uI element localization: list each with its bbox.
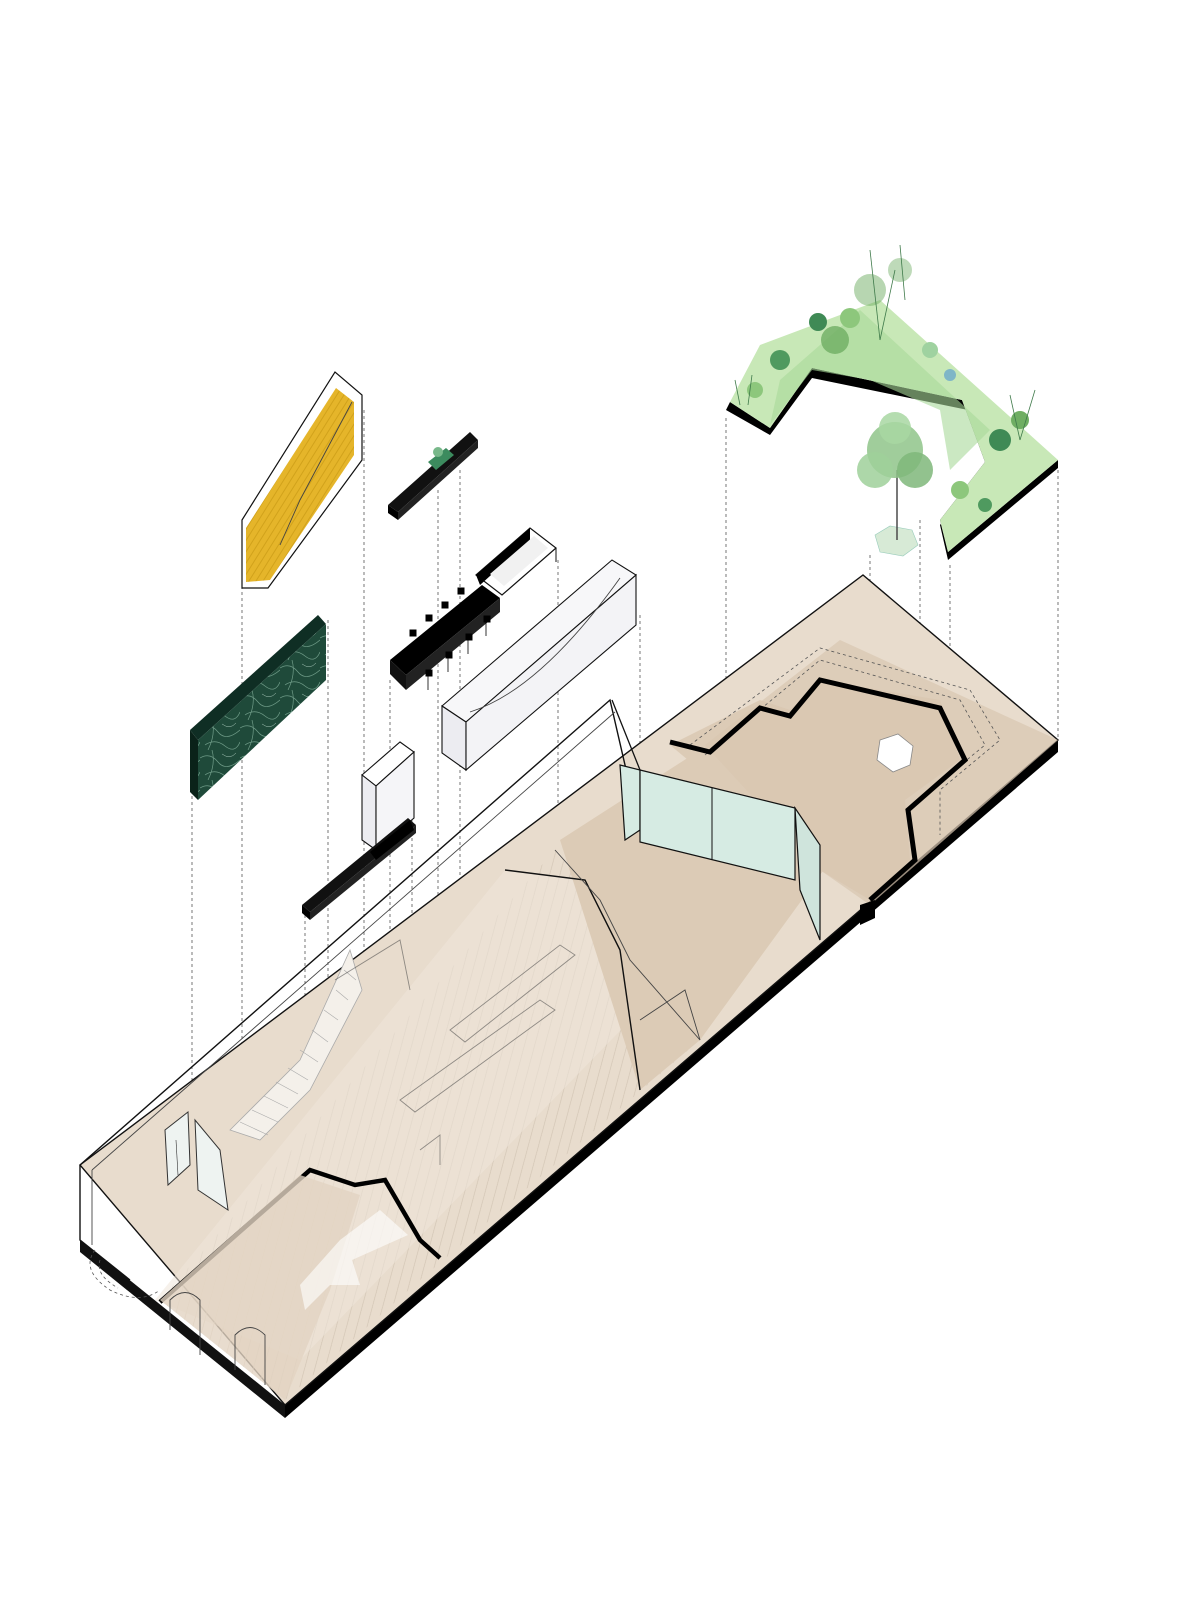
- ground-floor-plan: [78, 574, 1060, 1418]
- low-bench: [302, 818, 416, 920]
- building-envelope: [79, 698, 641, 1298]
- staircase: [229, 948, 363, 1141]
- glass-partition: [611, 699, 821, 941]
- front-door: [164, 1111, 229, 1212]
- kitchen-island: [441, 559, 637, 772]
- tree: [857, 412, 933, 557]
- planting: [747, 258, 1029, 512]
- garden-level: [726, 244, 1058, 560]
- gold-ceiling-panel: [241, 371, 363, 589]
- green-marble-wall: [190, 615, 326, 800]
- kitchen-counter: [475, 527, 557, 596]
- dining-table: [390, 585, 500, 690]
- planter-bench: [388, 432, 478, 520]
